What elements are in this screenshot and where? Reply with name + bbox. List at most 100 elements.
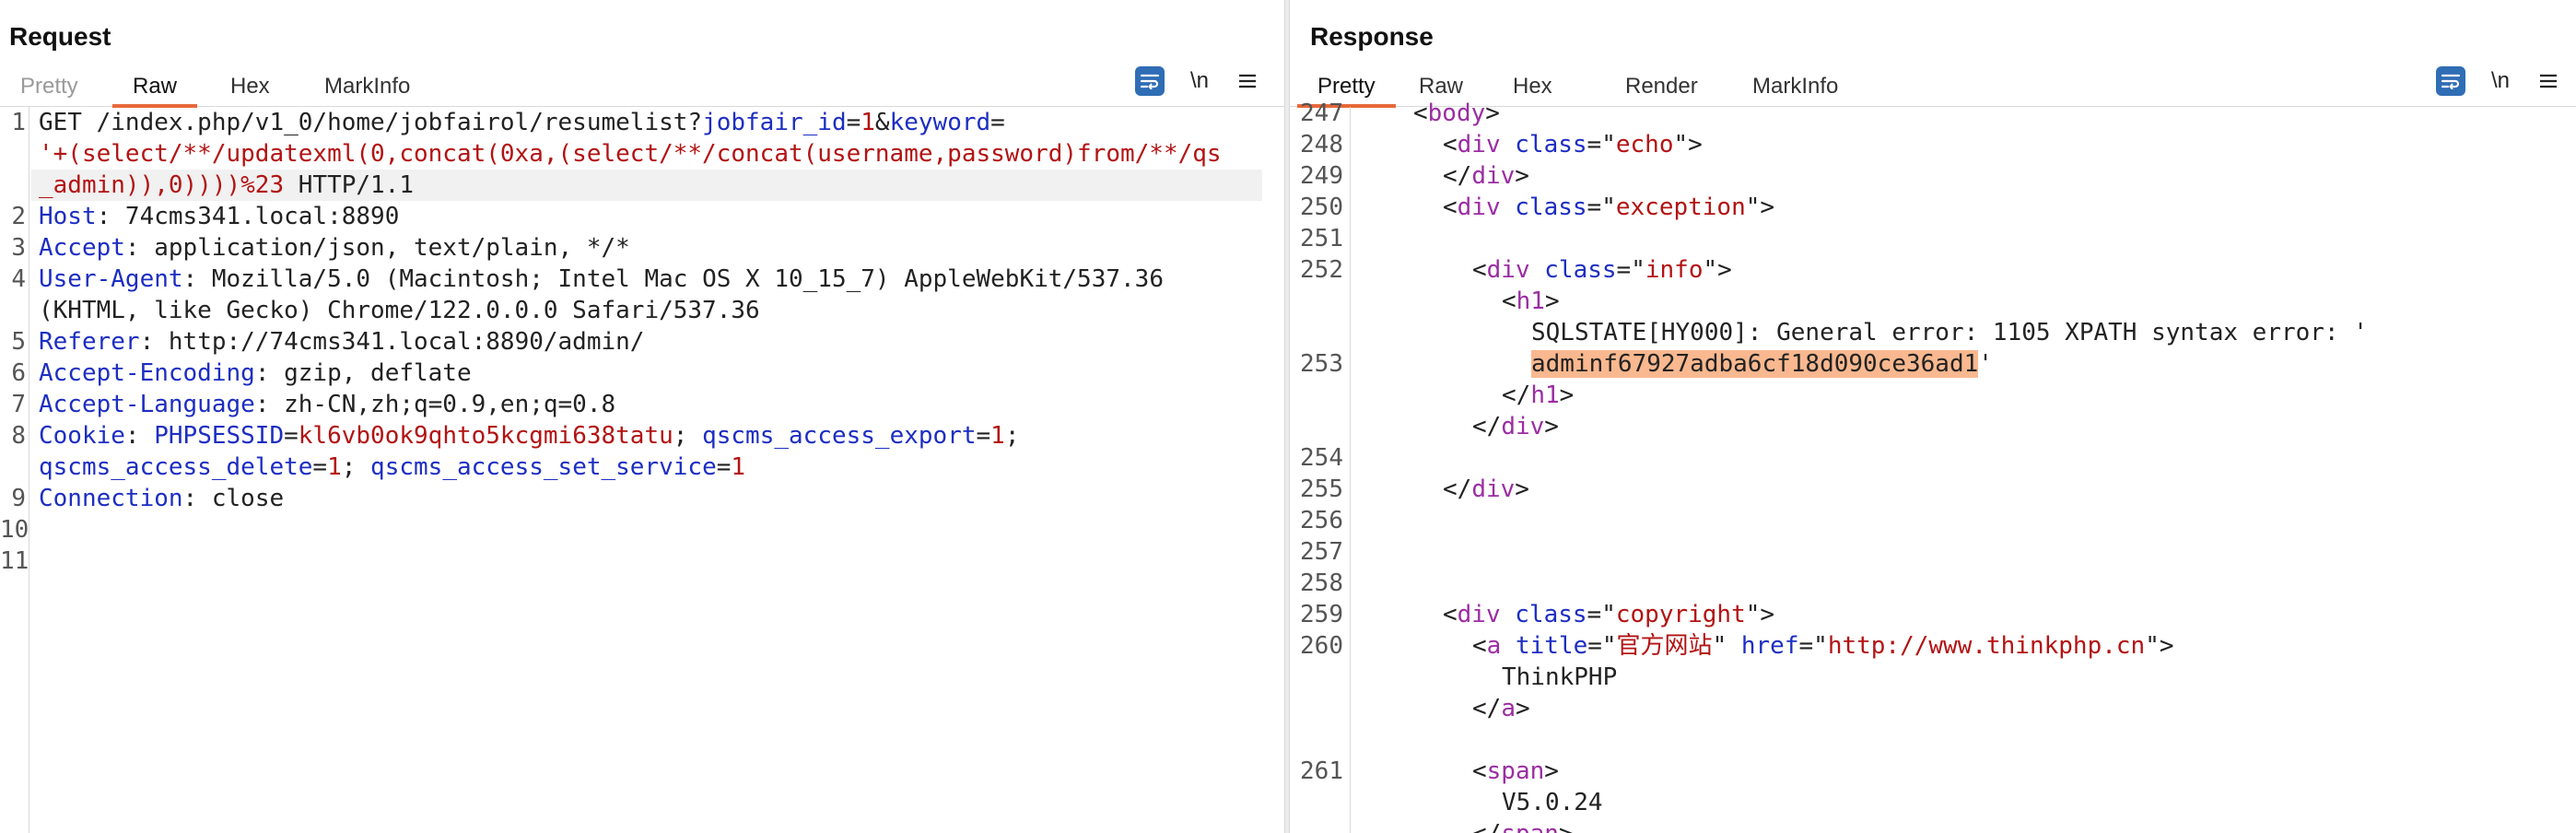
request-line-5: 5 Referer: http://74cms341.local:8890/ad… [0, 326, 1284, 358]
request-line-8-wrap: qscms_access_delete=1; qscms_access_set_… [0, 452, 1284, 483]
request-line-text: Host: 74cms341.local:8890 [39, 203, 400, 230]
request-wrap-toggle[interactable] [1131, 65, 1168, 98]
response-line-text: adminf67927adba6cf18d090ce36ad1' [1531, 350, 1993, 378]
line-number: 253 [1300, 350, 1343, 378]
response-editor[interactable]: 247 <body> 248 <div class="echo"> 249 </… [1290, 100, 2576, 833]
response-line-text: </div> [1443, 475, 1529, 503]
request-line-6: 6 Accept-Encoding: gzip, deflate [0, 358, 1284, 389]
response-newline-toggle[interactable]: \n [2490, 68, 2510, 93]
response-line-258: 258 [1290, 568, 2576, 599]
request-tab-hex[interactable]: Hex [230, 74, 270, 99]
request-line-text: qscms_access_delete=1; qscms_access_set_… [39, 453, 746, 481]
request-tab-markinfo[interactable]: MarkInfo [324, 74, 411, 99]
response-line-253-h1: <h1> [1290, 286, 2576, 317]
line-number: 249 [1300, 162, 1343, 190]
line-number: 9 [11, 485, 26, 512]
request-line-text: User-Agent: Mozilla/5.0 (Macintosh; Inte… [39, 265, 1164, 293]
line-number: 11 [0, 547, 29, 575]
request-line-text: Cookie: PHPSESSID=kl6vb0ok9qhto5kcgmi638… [39, 422, 1020, 450]
response-line-text: V5.0.24 [1502, 789, 1603, 816]
line-number: 250 [1300, 194, 1343, 221]
request-tabbar: Pretty Raw Hex MarkInfo [0, 65, 1284, 108]
response-line-260: 260 <a title="官方网站" href="http://www.thi… [1290, 630, 2576, 662]
response-line-text: <div class="copyright"> [1443, 601, 1775, 628]
response-line-256: 256 [1290, 505, 2576, 536]
line-number: 256 [1300, 507, 1343, 534]
response-line-253-h1-close: </h1> [1290, 380, 2576, 411]
response-line-text: </span> [1472, 818, 1574, 833]
request-line-text: Accept: application/json, text/plain, */… [39, 234, 630, 262]
response-line-261-text: V5.0.24 [1290, 787, 2576, 818]
pane-splitter[interactable] [1284, 0, 1290, 833]
request-tab-pretty[interactable]: Pretty [20, 74, 78, 99]
response-line-255: 255 </div> [1290, 474, 2576, 505]
response-line-text: SQLSTATE[HY000]: General error: 1105 XPA… [1531, 319, 2368, 346]
response-line-260-a-close: </a> [1290, 693, 2576, 724]
request-line-4: 4 User-Agent: Mozilla/5.0 (Macintosh; In… [0, 264, 1284, 295]
request-line-11: 11 [0, 546, 1284, 577]
response-line-253-div-close: </div> [1290, 411, 2576, 442]
request-line-1-wrap-1: '+(select/**/updatexml(0,concat(0xa,(sel… [0, 138, 1284, 170]
response-line-text: <body> [1413, 100, 1500, 127]
line-number: 260 [1300, 632, 1343, 660]
line-number: 7 [11, 391, 26, 418]
request-menu-button[interactable] [1231, 65, 1264, 98]
response-line-259: 259 <div class="copyright"> [1290, 599, 2576, 630]
response-line-text: </h1> [1502, 381, 1575, 409]
line-number: 258 [1300, 569, 1343, 597]
request-line-1-wrap-2: _admin)),0))))%23 HTTP/1.1 [0, 170, 1284, 201]
response-line-261: 261 <span> [1290, 756, 2576, 787]
request-line-7: 7 Accept-Language: zh-CN,zh;q=0.9,en;q=0… [0, 389, 1284, 420]
line-number: 10 [0, 516, 29, 544]
request-line-text: Connection: close [39, 485, 285, 512]
hamburger-menu-icon [2540, 74, 2557, 88]
line-number: 1 [11, 109, 26, 136]
line-number: 248 [1300, 131, 1343, 158]
response-line-250: 250 <div class="exception"> [1290, 192, 2576, 223]
request-line-text: '+(select/**/updatexml(0,concat(0xa,(sel… [39, 140, 1222, 168]
request-line-2: 2 Host: 74cms341.local:8890 [0, 201, 1284, 232]
response-line-254: 254 [1290, 442, 2576, 474]
request-line-text: Accept-Language: zh-CN,zh;q=0.9,en;q=0.8 [39, 391, 616, 418]
request-current-line-highlight [31, 170, 1262, 201]
response-tab-pretty[interactable]: Pretty [1297, 70, 1396, 108]
line-number: 255 [1300, 475, 1343, 503]
request-line-text: Referer: http://74cms341.local:8890/admi… [39, 328, 645, 356]
request-pane: Request Pretty Raw Hex MarkInfo \n 1 GET… [0, 0, 1284, 833]
search-match-highlight: adminf67927adba6cf18d090ce36ad1 [1531, 350, 1979, 378]
response-line-text: <h1> [1502, 287, 1560, 315]
response-line-text: <div class="echo"> [1443, 131, 1703, 158]
line-number: 6 [11, 359, 26, 387]
response-tab-hex[interactable]: Hex [1513, 74, 1552, 99]
request-editor[interactable]: 1 GET /index.php/v1_0/home/jobfairol/res… [0, 107, 1284, 833]
request-tab-raw[interactable]: Raw [112, 70, 198, 108]
response-menu-button[interactable] [2532, 65, 2565, 98]
line-number: 252 [1300, 256, 1343, 284]
request-line-8: 8 Cookie: PHPSESSID=kl6vb0ok9qhto5kcgmi6… [0, 420, 1284, 452]
request-newline-toggle[interactable]: \n [1189, 68, 1209, 93]
response-wrap-toggle[interactable] [2432, 65, 2469, 98]
response-tab-raw[interactable]: Raw [1419, 74, 1464, 99]
request-line-text: (KHTML, like Gecko) Chrome/122.0.0.0 Saf… [39, 297, 760, 324]
response-tab-markinfo[interactable]: MarkInfo [1752, 74, 1839, 99]
line-number: 247 [1300, 100, 1343, 127]
response-tab-render[interactable]: Render [1625, 74, 1698, 99]
response-line-text: <div class="info"> [1472, 256, 1732, 284]
response-line-text: </div> [1443, 162, 1529, 190]
line-number: 5 [11, 328, 26, 356]
response-line-text: </div> [1472, 413, 1559, 440]
wrap-lines-icon [1140, 74, 1160, 89]
request-line-text: Accept-Encoding: gzip, deflate [39, 359, 472, 387]
line-number: 257 [1300, 538, 1343, 566]
request-line-1: 1 GET /index.php/v1_0/home/jobfairol/res… [0, 107, 1284, 138]
line-number: 8 [11, 422, 26, 450]
response-line-249: 249 </div> [1290, 160, 2576, 192]
request-line-text: _admin)),0))))%23 HTTP/1.1 [39, 171, 414, 199]
response-line-257: 257 [1290, 536, 2576, 568]
request-line-10: 10 [0, 514, 1284, 546]
line-number: 4 [11, 265, 26, 293]
response-line-text: </a> [1472, 695, 1530, 722]
line-number: 259 [1300, 601, 1343, 628]
response-gutter [1290, 107, 1351, 833]
line-number: 261 [1300, 757, 1343, 785]
